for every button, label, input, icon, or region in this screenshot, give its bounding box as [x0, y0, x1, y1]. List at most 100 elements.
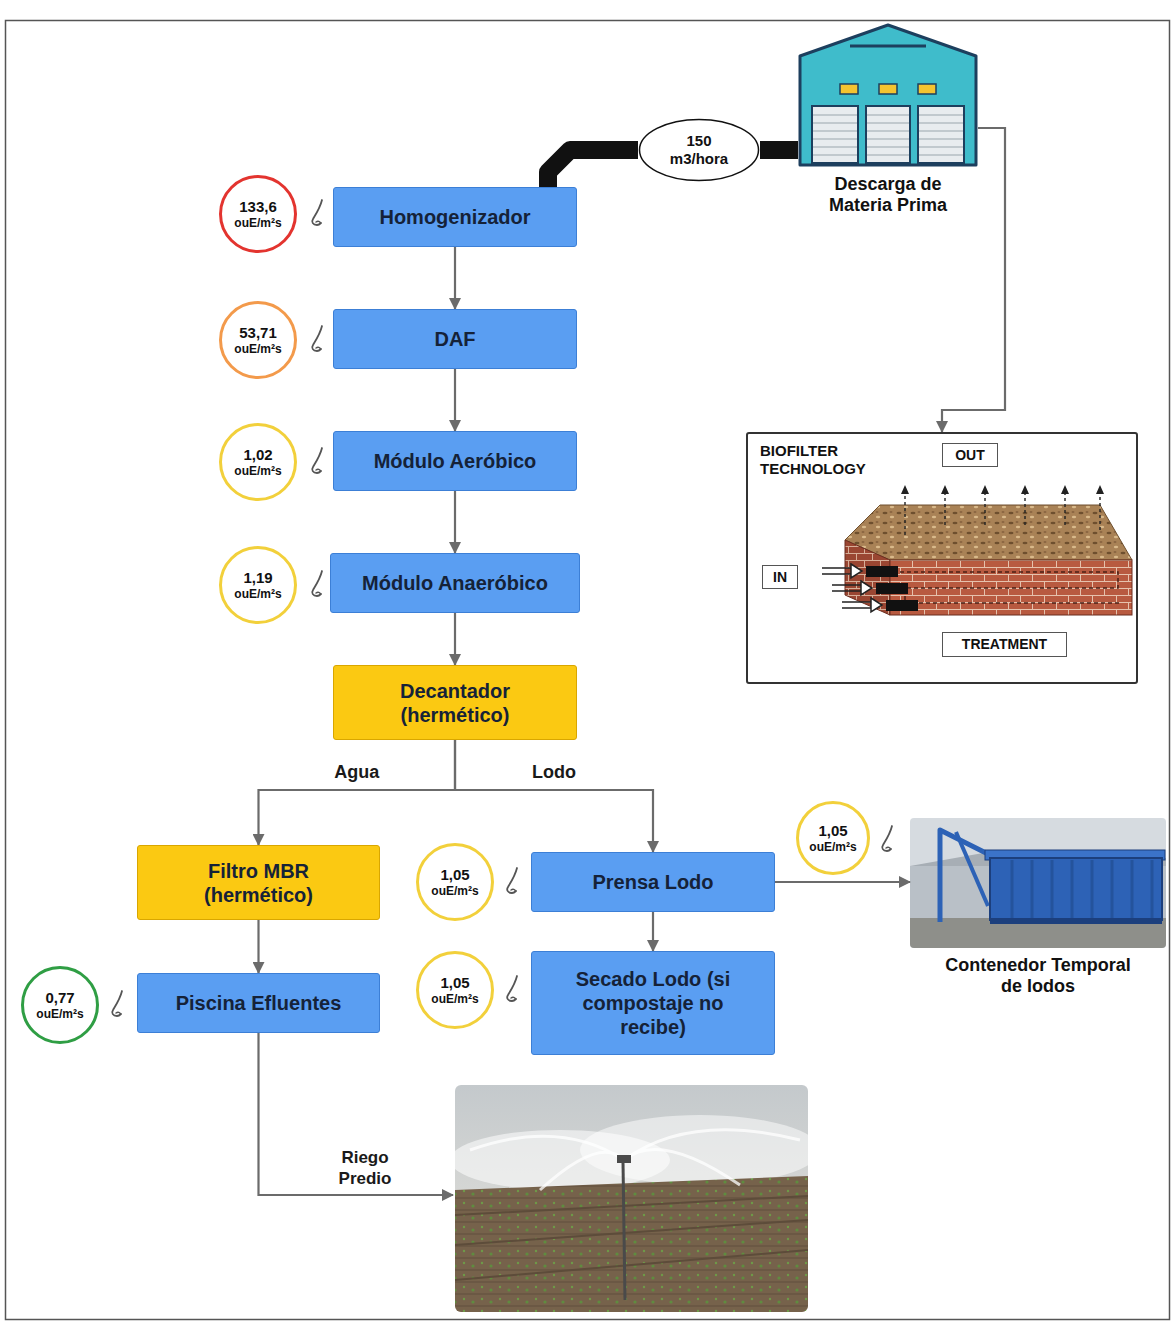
irrigation-photo	[470, 1130, 800, 1190]
tag-box: TREATMENT	[942, 632, 1067, 657]
node-text: 1,05	[440, 866, 469, 884]
odour-nose-icon	[312, 326, 322, 351]
biofilter-illustration	[900, 572, 1120, 603]
process-box: Secado Lodo (si compostaje no recibe)	[531, 951, 775, 1055]
node-text: ouE/m²s	[234, 464, 281, 478]
odour-circle: 1,19ouE/m²s	[218, 545, 298, 625]
node-text: 1,05	[818, 822, 847, 840]
sludge-container-photo	[910, 818, 1166, 948]
sludge-container-photo	[990, 858, 1162, 920]
circle-outline	[418, 953, 493, 1028]
flow-arrow	[775, 881, 910, 883]
process-box: Módulo Anaeróbico	[330, 553, 580, 613]
circle-outline	[418, 845, 493, 920]
flow-arrow	[942, 128, 1005, 432]
biofilter-illustration	[886, 600, 918, 611]
node-text: Piscina Efluentes	[176, 991, 342, 1015]
sludge-container-photo	[956, 832, 988, 906]
edge-label: Lodo	[529, 762, 579, 784]
sealed-process-box: Filtro MBR (hermético)	[137, 845, 380, 920]
circle-outline	[798, 803, 869, 874]
node-text: Módulo Anaeróbico	[362, 571, 548, 595]
building-icon	[800, 25, 976, 165]
node-text: ouE/m²s	[36, 1007, 83, 1021]
ellipse-outline	[640, 120, 759, 181]
biofilter-illustration	[905, 492, 1100, 535]
node-text: ouE/m²s	[234, 587, 281, 601]
node-text: ouE/m²s	[431, 992, 478, 1006]
node-text: ouE/m²s	[234, 342, 281, 356]
node-text: ouE/m²s	[431, 884, 478, 898]
sludge-container-photo	[910, 918, 1166, 948]
tag-box: IN	[762, 565, 798, 589]
circle-outline	[221, 548, 296, 623]
circle-outline	[221, 303, 296, 378]
process-box: Prensa Lodo	[531, 852, 775, 912]
flow-arrow	[652, 912, 654, 951]
odour-circle: 1,05ouE/m²s	[795, 800, 871, 876]
biofilter-illustration	[845, 540, 890, 615]
flow-arrow	[259, 740, 456, 845]
node-text: ouE/m²s	[809, 840, 856, 854]
building-icon	[800, 25, 976, 165]
node-text: 0,77	[45, 989, 74, 1007]
biofilter-illustration	[845, 505, 1132, 560]
biofilter-illustration	[822, 485, 1132, 615]
irrigation-photo	[617, 1155, 631, 1163]
flow-rate-ellipse: 150 m3/hora	[638, 118, 760, 182]
node-text: Filtro MBR (hermético)	[184, 859, 334, 907]
node-text: OUT	[955, 447, 985, 464]
circle-outline	[221, 425, 296, 500]
flow-arrow	[454, 247, 456, 309]
sludge-container-photo	[910, 818, 1166, 948]
odour-circle: 0,77ouE/m²s	[20, 965, 100, 1045]
node-text: 1,19	[243, 569, 272, 587]
node-text: DAF	[434, 327, 475, 351]
edge-label: Agua	[331, 762, 382, 784]
node-text: Descarga de Materia Prima	[813, 174, 963, 217]
process-box: Homogenizador	[333, 187, 577, 247]
building-icon	[813, 115, 963, 155]
sludge-container-photo	[940, 830, 996, 922]
flow-arrow	[257, 920, 259, 973]
odour-circle: 133,6ouE/m²s	[218, 174, 298, 254]
building-icon	[840, 84, 858, 94]
irrigation-photo	[455, 1196, 808, 1280]
odour-nose-icon	[112, 200, 892, 1016]
odour-nose-icon	[312, 571, 322, 596]
biofilter-illustration	[901, 485, 1104, 494]
building-icon	[918, 84, 936, 94]
node-text: BIOFILTER TECHNOLOGY	[760, 442, 900, 478]
process-box: DAF	[333, 309, 577, 369]
node-text: 150 m3/hora	[659, 132, 739, 168]
irrigation-photo	[455, 1176, 808, 1312]
odour-circle: 1,05ouE/m²s	[415, 842, 495, 922]
node-text: ouE/m²s	[234, 216, 281, 230]
tag-box: OUT	[942, 443, 998, 467]
inflow-pipe	[548, 150, 638, 187]
node-text: 1,02	[243, 446, 272, 464]
circle-outline	[221, 177, 296, 252]
node-text: Prensa Lodo	[592, 870, 713, 894]
odour-circle: 1,02ouE/m²s	[218, 422, 298, 502]
sludge-container-photo	[1012, 860, 1152, 918]
flow-label: Riego Predio	[322, 1148, 408, 1189]
biofilter-illustration	[890, 560, 1132, 615]
odour-nose-icon	[507, 976, 517, 1001]
odour-circle: 1,05ouE/m²s	[415, 950, 495, 1030]
node-text: Decantador (hermético)	[380, 679, 530, 727]
biofilter-illustration	[851, 564, 882, 612]
circle-outline	[23, 968, 98, 1043]
biofilter-illustration	[876, 583, 908, 594]
building-icon	[850, 45, 926, 48]
flow-arrow	[455, 740, 653, 852]
odour-nose-icon	[112, 991, 122, 1016]
irrigation-photo	[623, 1162, 625, 1300]
storage-container: Contenedor Temporal de lodos	[910, 818, 1166, 998]
figure-frame	[6, 21, 1170, 1320]
building-icon	[879, 84, 897, 94]
irrigation-photo	[580, 1115, 808, 1185]
